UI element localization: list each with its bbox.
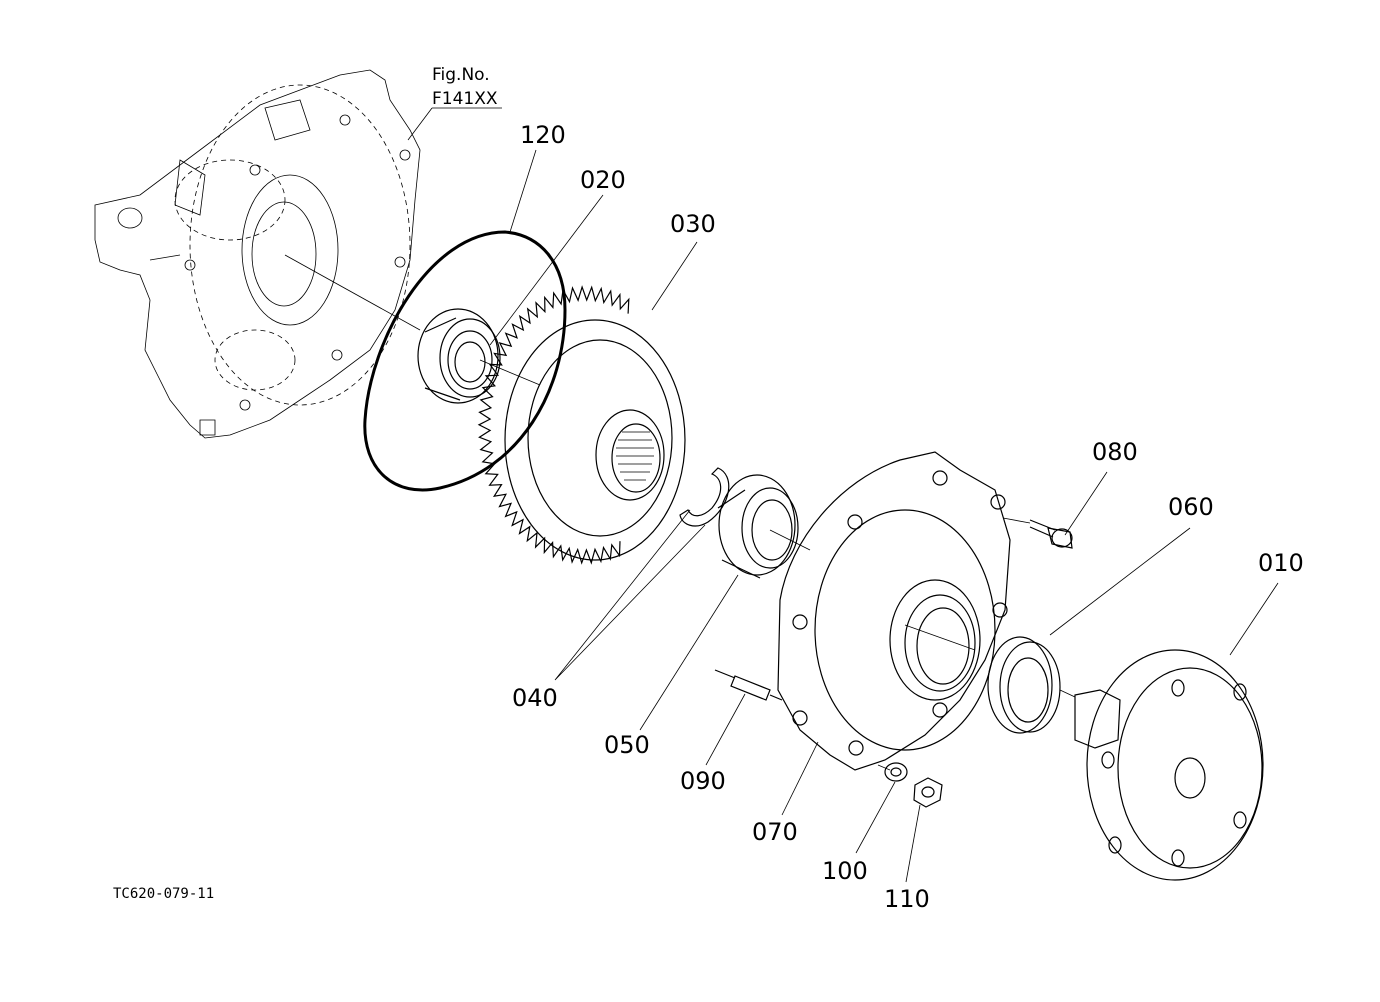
bearing-050 — [717, 474, 799, 579]
bolt-080 — [1029, 519, 1073, 549]
part-label-090: 090 — [680, 767, 726, 795]
ring-gear-030 — [477, 285, 686, 565]
drawing-code: TC620-079-11 — [113, 886, 214, 902]
part-label-080: 080 — [1092, 438, 1138, 466]
centre-lines — [284, 254, 1076, 771]
oil-seal-060 — [987, 636, 1061, 734]
axle-flange-010 — [1074, 649, 1264, 881]
bearing-020 — [417, 308, 501, 404]
part-label-010: 010 — [1258, 549, 1304, 577]
o-ring-120 — [363, 230, 567, 492]
washer-100 — [884, 762, 908, 782]
transmission-housing — [94, 69, 421, 439]
fig-no-label: Fig.No. — [432, 65, 490, 85]
part-label-100: 100 — [822, 857, 868, 885]
part-label-050: 050 — [604, 731, 650, 759]
nut-110 — [913, 777, 943, 808]
part-label-030: 030 — [670, 210, 716, 238]
fig-no-value: F141XX — [432, 89, 498, 109]
part-label-120: 120 — [520, 121, 566, 149]
leader-lines — [407, 107, 1279, 883]
snap-ring-040 — [679, 467, 730, 527]
part-label-110: 110 — [884, 885, 930, 913]
part-label-070: 070 — [752, 818, 798, 846]
part-label-020: 020 — [580, 166, 626, 194]
stud-bolt-090 — [714, 669, 783, 701]
part-label-040: 040 — [512, 684, 558, 712]
final-case-cover-070 — [777, 451, 1011, 771]
part-label-060: 060 — [1168, 493, 1214, 521]
